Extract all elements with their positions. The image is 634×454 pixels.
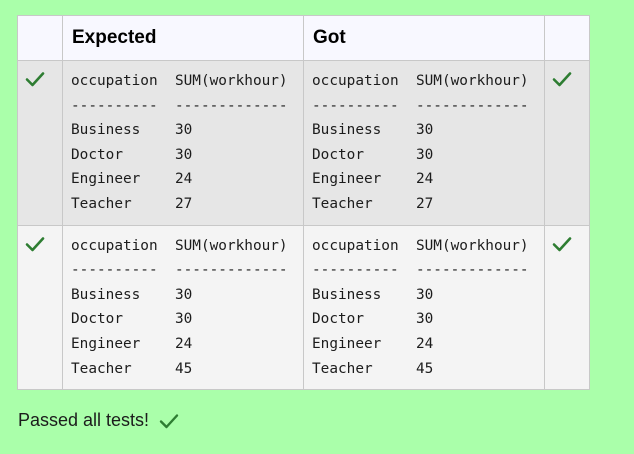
got-output: occupation SUM(workhour) ---------- ----… [312,237,529,377]
expected-cell: occupation SUM(workhour) ---------- ----… [62,60,304,226]
summary-text: Passed all tests! [18,410,150,430]
header-status [17,15,63,61]
row-status-end-cell [544,224,590,391]
check-icon [552,236,572,251]
got-cell: occupation SUM(workhour) ---------- ----… [303,224,545,391]
expected-output: occupation SUM(workhour) ---------- ----… [71,237,288,377]
expected-output: occupation SUM(workhour) ---------- ----… [71,73,288,212]
table-row: occupation SUM(workhour) ---------- ----… [17,224,590,391]
row-status-cell [17,60,63,226]
test-summary: Passed all tests! [18,410,179,431]
got-output: occupation SUM(workhour) ---------- ----… [312,73,529,212]
table-row: occupation SUM(workhour) ---------- ----… [17,60,590,226]
expected-cell: occupation SUM(workhour) ---------- ----… [62,224,304,391]
check-icon [25,236,45,251]
test-results-table: Expected Got occupation SUM(workhour) --… [17,15,590,391]
check-icon [25,72,45,87]
header-status-end [544,15,590,61]
got-cell: occupation SUM(workhour) ---------- ----… [303,60,545,226]
row-status-end-cell [544,60,590,226]
header-got: Got [303,15,545,61]
table-header-row: Expected Got [17,15,590,61]
check-icon [159,413,179,428]
row-status-cell [17,224,63,391]
header-expected: Expected [62,15,304,61]
check-icon [552,72,572,87]
